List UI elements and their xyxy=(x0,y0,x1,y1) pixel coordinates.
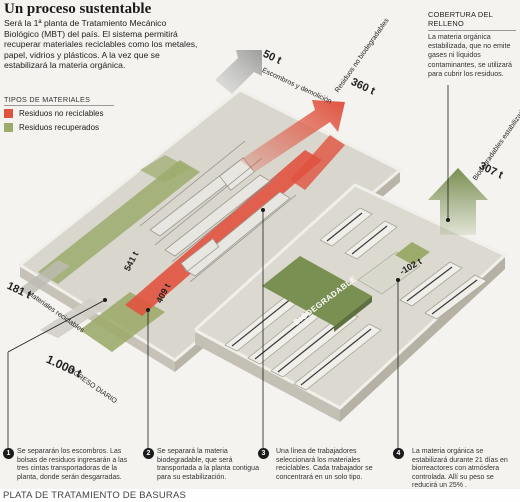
red-conveyor-band xyxy=(125,150,322,316)
entry-arrow xyxy=(40,298,108,338)
biodegradable-block xyxy=(262,256,372,326)
conveyor-rails xyxy=(139,140,297,283)
caption-text: PLATA DE TRATAMIENTO DE BASURAS xyxy=(3,490,187,501)
cover-divider xyxy=(428,30,516,31)
step-2-text: Se separará la materia biodegradable, qu… xyxy=(157,448,259,481)
secondary-building-rim xyxy=(193,183,508,410)
escombros-arrow xyxy=(215,50,262,94)
green-left-arrow xyxy=(140,155,190,183)
step-2-number: 2 xyxy=(143,448,154,459)
legend-item-recuperados: Residuos recuperados xyxy=(4,123,99,132)
green-exit-arrow xyxy=(428,168,488,235)
biodegradable-block-side xyxy=(334,296,372,332)
caption-bar: PLATA DE TRATAMIENTO DE BASURAS xyxy=(0,489,520,502)
cover-text: La materia orgánica estabilizada, que no… xyxy=(428,33,512,78)
legend-item-no-reciclables: Residuos no reciclables xyxy=(4,109,104,118)
legend-label: Residuos no reciclables xyxy=(19,109,104,118)
grey-left-arrow xyxy=(18,260,70,296)
legend-swatch-green xyxy=(4,123,13,132)
step-3-text: Una línea de trabajadores seleccionará l… xyxy=(276,448,373,481)
leader-dots xyxy=(103,208,450,312)
legend-label: Residuos recuperados xyxy=(19,123,100,132)
step-4-text: La materia orgánica se estabilizará dura… xyxy=(412,448,508,490)
legend-title: TIPOS DE MATERIALES xyxy=(4,95,91,104)
legend-divider xyxy=(4,105,114,106)
step-1-number: 1 xyxy=(3,448,14,459)
step-4-number: 4 xyxy=(393,448,404,459)
cover-title: COBERTURA DEL RELLENO xyxy=(428,10,493,28)
intro-text: Será la 1ª planta de Tratamiento Mecánic… xyxy=(4,18,198,71)
conveyor-machines xyxy=(149,157,291,277)
red-exit-arrow xyxy=(240,100,345,172)
legend-swatch-red xyxy=(4,109,13,118)
red-body-stripe xyxy=(290,135,345,190)
step-1-text: Se separarán los escombros. Las bolsas d… xyxy=(17,448,128,481)
step-3-number: 3 xyxy=(258,448,269,459)
secondary-building-wall xyxy=(195,330,340,422)
biodegradable-pile-green xyxy=(395,242,430,265)
page-title: Un proceso sustentable xyxy=(4,1,152,17)
biodegradable-pile xyxy=(357,251,421,295)
step-leader-lines xyxy=(7,85,449,448)
green-conveyor-band xyxy=(38,160,200,284)
